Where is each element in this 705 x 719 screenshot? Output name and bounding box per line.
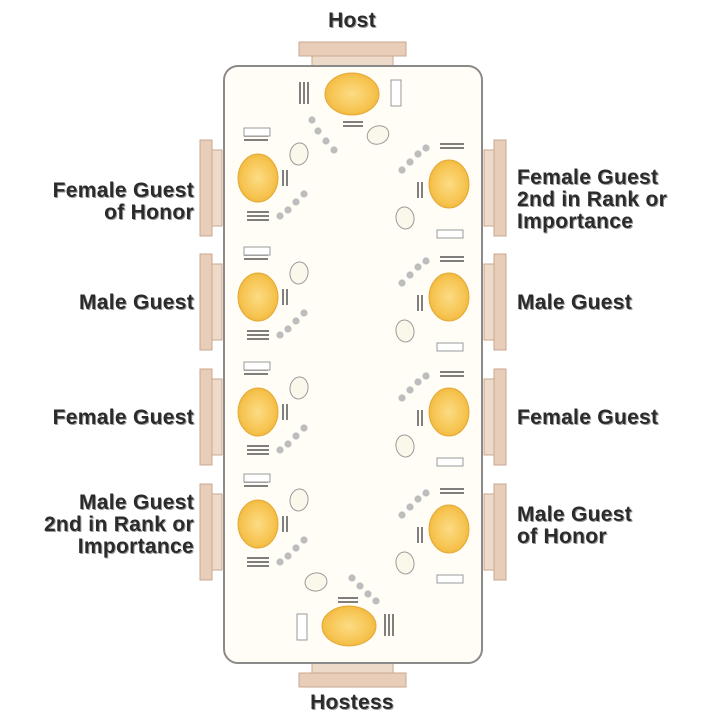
- place-settings: [237, 72, 470, 647]
- bread-host: [366, 125, 390, 145]
- left-2-glass-4: [300, 309, 308, 317]
- plate-left-4: [237, 499, 279, 549]
- plate-right-3: [428, 387, 470, 437]
- bread-left-4: [289, 488, 309, 512]
- chair-left-4: [199, 483, 223, 581]
- napkin-right-2: [436, 342, 464, 352]
- chair-host: [298, 41, 407, 67]
- right-4-glass-2: [406, 503, 414, 511]
- bread-right-3: [395, 434, 415, 458]
- bread-left-1: [289, 142, 309, 166]
- chair-right-2: [483, 253, 507, 351]
- right-2-glass-3: [414, 263, 422, 271]
- host-glass-3: [322, 137, 330, 145]
- plate-left-1: [237, 153, 279, 203]
- bread-left-2: [289, 261, 309, 285]
- plate-hostess: [321, 605, 377, 647]
- napkin-left-3: [243, 361, 271, 371]
- right-1-glass-2: [406, 158, 414, 166]
- plate-left-3: [237, 387, 279, 437]
- left-2-glass-2: [284, 325, 292, 333]
- left-4-glass-1: [276, 558, 284, 566]
- right-3-glass-1: [398, 394, 406, 402]
- plate-right-1: [428, 159, 470, 209]
- napkin-host: [390, 79, 402, 107]
- napkin-left-4: [243, 473, 271, 483]
- left-2-glass-1: [276, 331, 284, 339]
- left-4-glass-3: [292, 544, 300, 552]
- napkin-left-2: [243, 246, 271, 256]
- right-2-glass-2: [406, 271, 414, 279]
- bread-right-4: [395, 551, 415, 575]
- napkin-right-3: [436, 457, 464, 467]
- plate-left-2: [237, 272, 279, 322]
- right-1-glass-3: [414, 150, 422, 158]
- plate-host: [324, 72, 380, 116]
- hostess-glass-1: [348, 574, 356, 582]
- host-label: Host: [328, 9, 376, 32]
- left-1-glass-1: [276, 212, 284, 220]
- table: [223, 65, 483, 664]
- left-3-glass-3: [292, 432, 300, 440]
- napkin-right-4: [436, 574, 464, 584]
- chairs: [199, 41, 507, 688]
- chair-right-4: [483, 483, 507, 581]
- bread-left-3: [289, 376, 309, 400]
- chair-right-1: [483, 139, 507, 237]
- host-glass-4: [330, 146, 338, 154]
- bread-right-2: [395, 319, 415, 343]
- host-glass-1: [308, 116, 316, 124]
- plate-right-2: [428, 272, 470, 322]
- chair-left-3: [199, 368, 223, 466]
- right-1-glass-1: [398, 166, 406, 174]
- right-2-glass-1: [398, 279, 406, 287]
- seat-label-right-2: Male Guest: [517, 291, 633, 314]
- right-3-glass-4: [422, 372, 430, 380]
- left-3-glass-2: [284, 440, 292, 448]
- hostess-glass-4: [372, 597, 380, 605]
- left-3-glass-4: [300, 424, 308, 432]
- left-1-glass-2: [284, 206, 292, 214]
- right-2-glass-4: [422, 257, 430, 265]
- bread-right-1: [395, 206, 415, 230]
- bread-hostess: [304, 572, 328, 592]
- right-3-glass-3: [414, 378, 422, 386]
- seat-label-left-2: Male Guest: [78, 291, 194, 314]
- left-1-glass-3: [292, 198, 300, 206]
- plate-right-4: [428, 504, 470, 554]
- chair-hostess: [298, 662, 407, 688]
- right-4-glass-3: [414, 495, 422, 503]
- left-4-glass-2: [284, 552, 292, 560]
- hostess-glass-2: [356, 582, 364, 590]
- hostess-label: Hostess: [310, 691, 394, 714]
- right-1-glass-4: [422, 144, 430, 152]
- chair-left-1: [199, 139, 223, 237]
- napkin-right-1: [436, 229, 464, 239]
- seat-label-right-3: Female Guest: [517, 406, 659, 429]
- left-2-glass-3: [292, 317, 300, 325]
- right-3-glass-2: [406, 386, 414, 394]
- napkin-hostess: [296, 613, 308, 641]
- chair-left-2: [199, 253, 223, 351]
- right-4-glass-4: [422, 489, 430, 497]
- left-4-glass-4: [300, 536, 308, 544]
- seat-label-left-3: Female Guest: [52, 406, 194, 429]
- right-4-glass-1: [398, 511, 406, 519]
- napkin-left-1: [243, 127, 271, 137]
- hostess-glass-3: [364, 590, 372, 598]
- host-glass-2: [314, 127, 322, 135]
- left-1-glass-4: [300, 190, 308, 198]
- chair-right-3: [483, 368, 507, 466]
- left-3-glass-1: [276, 446, 284, 454]
